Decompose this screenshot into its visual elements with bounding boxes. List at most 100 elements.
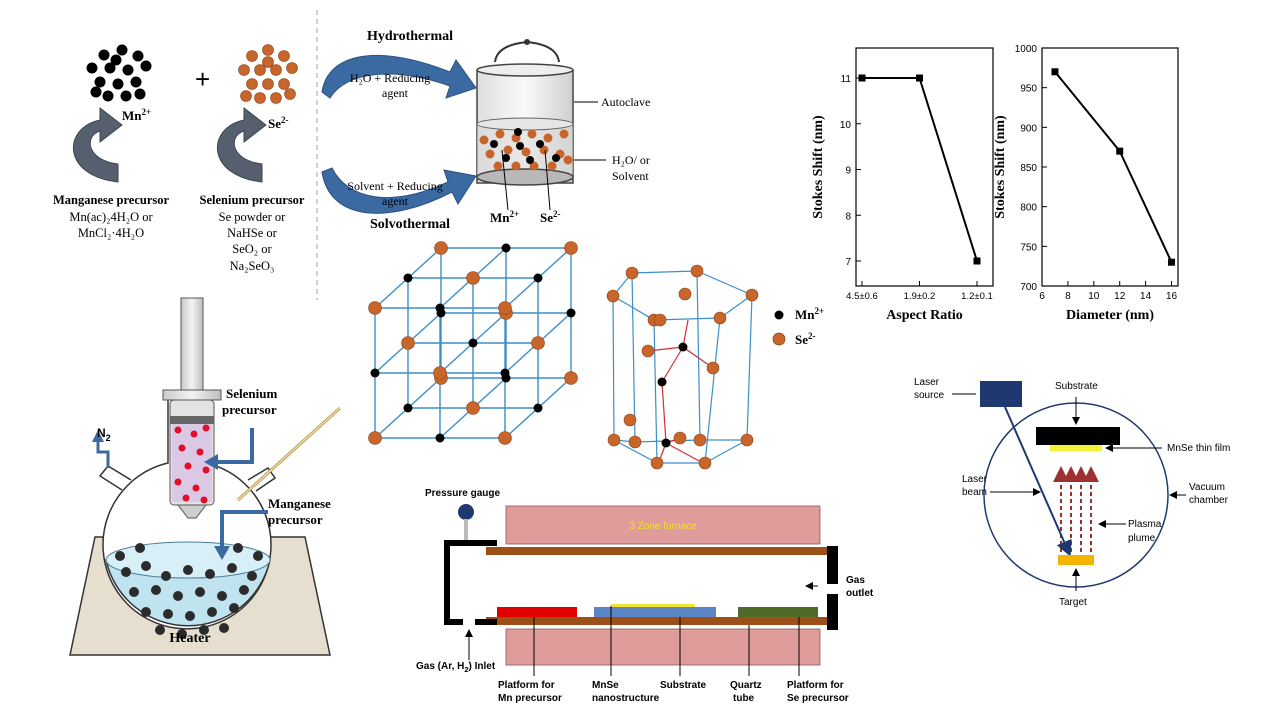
flask-particle [199, 625, 209, 635]
mn-particle [140, 60, 152, 72]
plasma-line1: Plasma [1128, 519, 1162, 530]
lattice-bond [613, 439, 658, 464]
autoclave-se-particle [539, 145, 549, 155]
se-ion-cluster [238, 44, 298, 104]
lattice-red-bond [682, 319, 689, 348]
se-particle [262, 56, 274, 68]
h2o-solvent-line1: H₂O/ or [612, 153, 650, 167]
y-tick-label: 10 [840, 120, 852, 131]
series-line [862, 77, 978, 262]
autoclave-mn-particle [536, 140, 544, 148]
selenium-label-line1: Selenium [226, 386, 277, 401]
lattice-se-atom [466, 401, 480, 415]
syringe-particle [202, 424, 210, 432]
flask-particle [217, 591, 227, 601]
syringe-particle [196, 448, 204, 456]
autoclave-panel: Hydrothermal H₂O + Reducing agent Solven… [321, 29, 650, 232]
lattice-se-atom [623, 413, 637, 427]
x-tick-label: 10 [1088, 291, 1100, 302]
furnace-top [505, 505, 821, 545]
lattice-se-atom [690, 264, 704, 278]
cubic-zinc-blende-lattice [368, 241, 578, 445]
mn-particle [130, 76, 142, 88]
y-tick-label: 700 [1020, 282, 1037, 293]
autoclave-se-particle [503, 145, 513, 155]
lattice-legend: Mn2+ Se2- [772, 306, 824, 347]
y-tick-label: 9 [845, 166, 851, 177]
mnse-thin-film [1050, 445, 1102, 451]
manganese-arrow-icon [220, 510, 268, 548]
flask-particle [205, 569, 215, 579]
syringe-particle [178, 444, 186, 452]
substrate-label: Substrate [660, 680, 707, 691]
se-particle [254, 92, 266, 104]
lattice-mn-atom [678, 342, 688, 352]
syringe-particle [174, 426, 182, 434]
lattice-se-atom [698, 456, 712, 470]
mnse-layer [611, 604, 695, 607]
lattice-se-atom [368, 431, 382, 445]
mn-particle [122, 64, 134, 76]
mn-platform [497, 607, 577, 617]
autoclave-mn-particle [526, 156, 534, 164]
lattice-red-bond [665, 442, 702, 463]
lattice-mn-atom [501, 243, 511, 253]
autoclave-se-particle [559, 129, 569, 139]
se-platform [738, 607, 818, 617]
h2o-reducing-line2: agent [382, 86, 409, 100]
lattice-mn-atom [403, 273, 413, 283]
selenium-label-line2: precursor [222, 402, 277, 417]
y-tick-label: 7 [845, 257, 851, 268]
lattice-se-atom [641, 344, 655, 358]
lattice-mn-atom [403, 403, 413, 413]
mn-particle [116, 44, 128, 56]
x-tick-label: 16 [1166, 291, 1178, 302]
lattice-mn-atom [370, 368, 380, 378]
lattice-se-atom [740, 433, 754, 447]
lattice-red-bond [661, 381, 667, 444]
platform-mn-line1: Platform for [498, 680, 555, 691]
lattice-se-atom [713, 311, 727, 325]
gas-outlet-line1: Gas [846, 575, 865, 586]
gas-inlet-label: Gas (Ar, H2) Inlet [416, 661, 496, 674]
h2o-solvent-line2: Solvent [612, 169, 649, 183]
inlet-bracket [444, 540, 497, 625]
lattice-bond [612, 295, 615, 441]
outlet-cap-top [827, 546, 838, 584]
autoclave-se-particle [511, 161, 521, 171]
n2-outflow-arrow-icon [96, 440, 110, 468]
lattice-se-atom [531, 336, 545, 350]
mn-pointer [501, 149, 509, 211]
se-precursor-line2: NaHSe or [227, 226, 277, 240]
syringe-particle [200, 496, 208, 504]
pressure-gauge-label: Pressure gauge [425, 488, 500, 499]
lattice-bond [704, 317, 721, 464]
mn-particle [132, 50, 144, 62]
x-tick-label: 6 [1039, 291, 1045, 302]
x-axis-label: Diameter (nm) [1066, 308, 1154, 323]
plot-frame [1041, 47, 1179, 287]
se-particle [284, 88, 296, 100]
lattice-bond [631, 272, 636, 443]
autoclave-mn-particle [490, 140, 498, 148]
autoclave-se-particle [479, 135, 489, 145]
vacuum-line2: chamber [1189, 495, 1229, 506]
mn-precursor-line2: MnCl₂·4H₂O [78, 226, 144, 240]
mn-particle [110, 54, 122, 66]
lattice-mn-atom [435, 433, 445, 443]
autoclave-mn-label: Mn2+ [490, 209, 519, 225]
data-point [1116, 147, 1124, 155]
data-point [1051, 68, 1059, 76]
lattice-se-atom [673, 431, 687, 445]
quartz-tube-bottom [486, 617, 830, 625]
flask-particle [239, 585, 249, 595]
se-particle [286, 62, 298, 74]
se-particle [278, 78, 290, 90]
autoclave-se-particle [495, 129, 505, 139]
heater-label: Heater [169, 631, 210, 646]
data-point [858, 74, 866, 82]
flask-particle [135, 543, 145, 553]
lattice-bond [631, 270, 698, 274]
flask-particle [219, 623, 229, 633]
flask-particle [141, 561, 151, 571]
